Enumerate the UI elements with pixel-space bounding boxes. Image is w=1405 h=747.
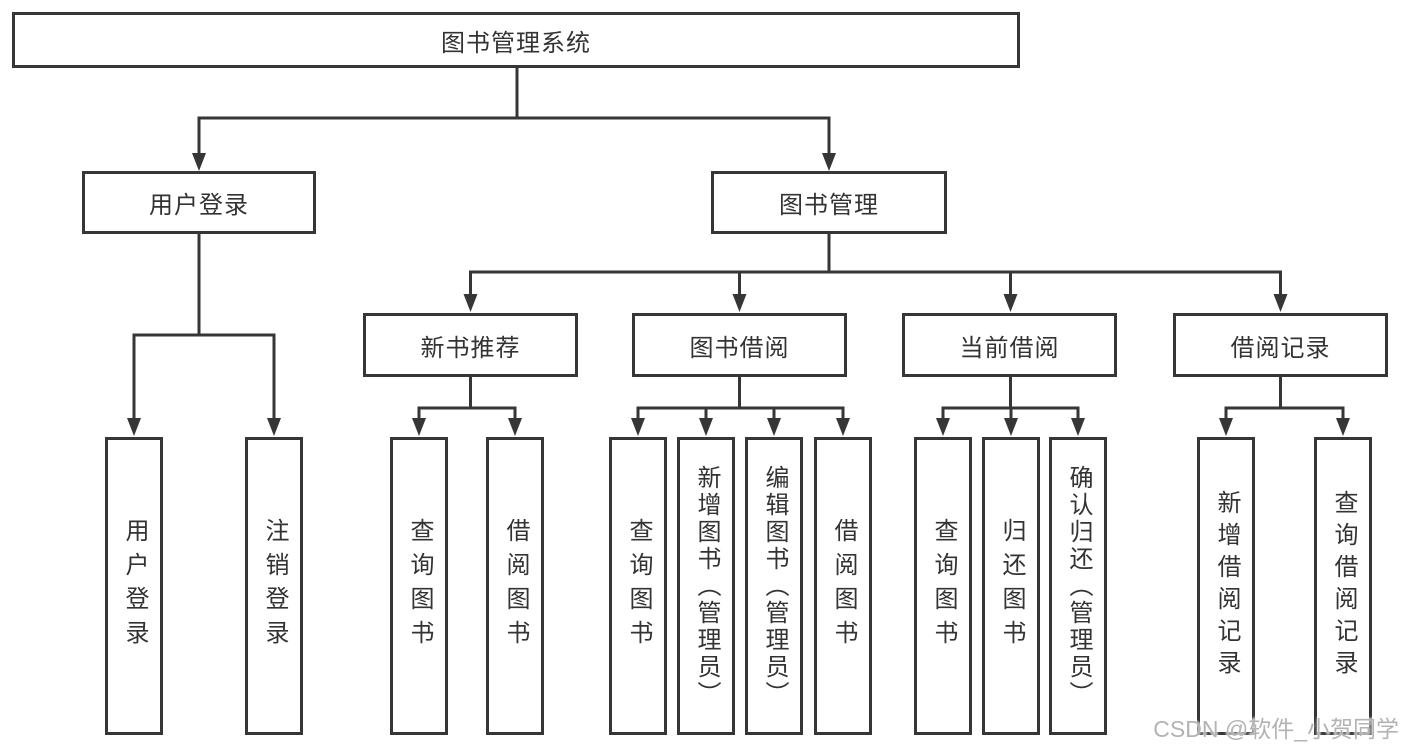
watermark-text: CSDN @软件_小贺同学	[1153, 716, 1399, 742]
connector-wire-path	[132, 68, 1345, 419]
node-book-management: 图书管理	[711, 171, 947, 234]
node-user-login-label: 用户登录	[149, 192, 249, 219]
leaf-query-borrow-record-label: 查询借阅记录	[1330, 490, 1357, 682]
leaf-add-book-admin: 新增图书（管理员）	[677, 437, 735, 735]
node-borrow-records: 借阅记录	[1173, 313, 1388, 377]
leaf-user-login-label: 用户登录	[121, 518, 148, 654]
node-new-book-recommend-label: 新书推荐	[420, 334, 521, 362]
leaf-query-books-recommend-label: 查询图书	[406, 518, 433, 654]
leaf-add-borrow-record: 新增借阅记录	[1197, 437, 1255, 735]
leaf-logout-label: 注销登录	[261, 518, 288, 654]
node-user-login: 用户登录	[82, 171, 316, 234]
leaf-query-books-current: 查询图书	[914, 437, 972, 735]
leaf-return-books: 归还图书	[982, 437, 1040, 735]
node-new-book-recommend: 新书推荐	[363, 313, 578, 377]
leaf-confirm-return-admin: 确认归还（管理员）	[1049, 437, 1107, 735]
leaf-borrow-books-recommend: 借阅图书	[486, 437, 544, 735]
leaf-return-books-label: 归还图书	[998, 518, 1025, 654]
leaf-user-login: 用户登录	[105, 437, 163, 735]
leaf-query-books-current-label: 查询图书	[930, 518, 957, 654]
leaf-confirm-return-admin-label: 确认归还（管理员）	[1065, 464, 1092, 708]
node-book-borrow-label: 图书借阅	[689, 334, 790, 362]
node-current-borrow: 当前借阅	[902, 313, 1117, 377]
node-current-borrow-label: 当前借阅	[959, 334, 1060, 362]
node-book-management-label: 图书管理	[779, 192, 879, 219]
node-library-system-label: 图书管理系统	[441, 29, 591, 57]
arrowheads	[127, 153, 1350, 436]
leaf-query-books-borrow-label: 查询图书	[625, 518, 652, 654]
leaf-borrow-books-label: 借阅图书	[830, 518, 857, 654]
node-library-system: 图书管理系统	[12, 12, 1020, 68]
leaf-query-books-borrow: 查询图书	[609, 437, 667, 735]
leaf-edit-book-admin-label: 编辑图书（管理员）	[761, 464, 788, 708]
leaf-logout: 注销登录	[245, 437, 303, 735]
leaf-borrow-books-recommend-label: 借阅图书	[502, 518, 529, 654]
leaf-add-book-admin-label: 新增图书（管理员）	[693, 464, 720, 708]
leaf-add-borrow-record-label: 新增借阅记录	[1213, 490, 1240, 682]
leaf-query-borrow-record: 查询借阅记录	[1314, 437, 1372, 735]
node-borrow-records-label: 借阅记录	[1230, 334, 1331, 362]
leaf-borrow-books: 借阅图书	[814, 437, 872, 735]
node-book-borrow: 图书借阅	[632, 313, 847, 377]
leaf-edit-book-admin: 编辑图书（管理员）	[745, 437, 803, 735]
leaf-query-books-recommend: 查询图书	[390, 437, 448, 735]
